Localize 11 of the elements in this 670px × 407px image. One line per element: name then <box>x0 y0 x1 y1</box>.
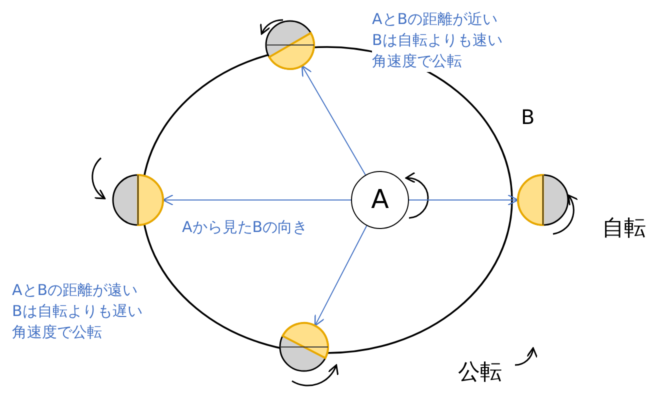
arrow <box>301 65 366 176</box>
planet-circle <box>351 171 409 229</box>
node-label: A <box>371 185 389 215</box>
node-caption: B <box>521 105 535 129</box>
note-text: Bは自転よりも速い <box>372 30 502 51</box>
title-label: 自転 <box>602 218 646 239</box>
title-label: 公転 <box>458 362 502 383</box>
note-text: 角速度で公転 <box>372 51 462 72</box>
arrow <box>408 194 519 206</box>
arrow <box>162 194 352 206</box>
arrow <box>314 225 368 326</box>
